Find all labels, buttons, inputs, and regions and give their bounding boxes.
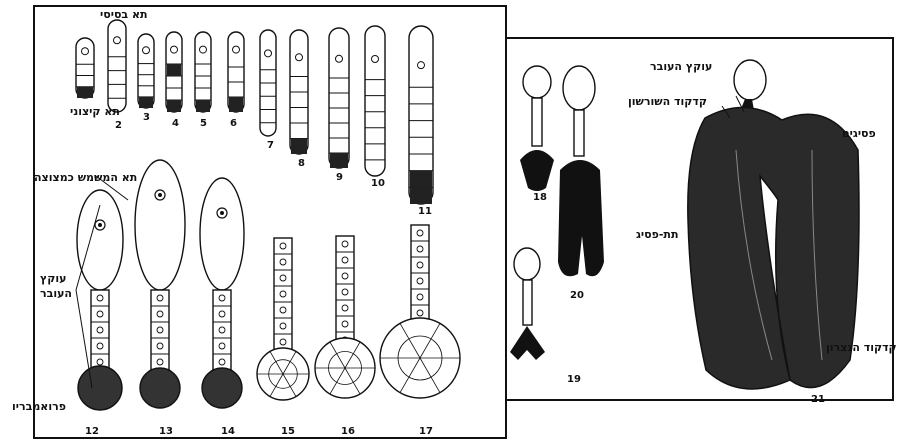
- proembryo: [202, 368, 242, 408]
- proembryo: [140, 368, 180, 408]
- stage-number: 6: [230, 118, 237, 129]
- stage-number: 13: [159, 426, 173, 437]
- embryo-dark: [520, 150, 554, 191]
- label-suspensor-1: עוקץ: [40, 272, 66, 285]
- nucleolus: [158, 193, 162, 197]
- embryo-drawings: [76, 20, 859, 410]
- dark-cell: [77, 87, 93, 98]
- stage-number: 10: [371, 178, 385, 189]
- label-terminal-cell: תא קיצוני: [70, 105, 120, 118]
- embryo-dark: [558, 160, 604, 276]
- dark-cell: [410, 187, 432, 204]
- proembryo: [78, 366, 122, 410]
- nucleolus: [98, 223, 102, 227]
- embryo-dark: [510, 326, 545, 360]
- label-basal-cell: תא בסיסי: [100, 8, 148, 21]
- nucleolus: [220, 211, 224, 215]
- stage-number: 19: [567, 374, 581, 385]
- stage-number: 5: [200, 118, 207, 129]
- dark-cell: [291, 139, 307, 155]
- stage-number: 11: [418, 206, 432, 217]
- filament-outline: [329, 28, 349, 168]
- suspensor-cell: [563, 66, 595, 110]
- label-root-apex: קדקוד השורשון: [628, 95, 707, 108]
- label-proembryo: פרואמבריו: [12, 400, 66, 413]
- stage-number: 14: [221, 426, 235, 437]
- dark-cell: [410, 171, 432, 188]
- stage-number: 4: [172, 118, 179, 129]
- suspensor: [574, 110, 584, 156]
- stage-number: 7: [267, 140, 274, 151]
- stage-number: 8: [298, 158, 305, 169]
- stage-number: 9: [336, 172, 343, 183]
- dark-cell: [139, 97, 153, 108]
- label-hypocotyl: תת-פסיג: [636, 228, 678, 241]
- basal-cell: [135, 160, 185, 290]
- label-embryo-suspensor: עוקץ העובר: [650, 60, 712, 73]
- suspensor-cell: [734, 60, 766, 100]
- dark-cell: [330, 153, 348, 168]
- label-cotyledons: פסיגים: [842, 127, 876, 140]
- label-embryo-mother-cell: תא המשמש כמצוצה: [34, 171, 137, 184]
- suspensor-cell: [514, 248, 540, 280]
- stage-number: 15: [281, 426, 295, 437]
- label-shoot-apex: קדקוד הנצרון: [826, 341, 897, 354]
- suspensor: [532, 98, 542, 146]
- suspensor: [523, 280, 532, 325]
- dark-cell: [229, 97, 243, 112]
- label-suspensor-2: העובר: [40, 287, 72, 300]
- stage-number: 16: [341, 426, 355, 437]
- suspensor-cell: [523, 66, 551, 98]
- dark-cell: [196, 100, 210, 112]
- dark-cell: [167, 100, 181, 112]
- stage-number: 21: [811, 394, 825, 405]
- stage-number: 12: [85, 426, 99, 437]
- stage-number: 17: [419, 426, 433, 437]
- stage-number: 2: [115, 120, 122, 131]
- basal-cell: [200, 178, 244, 290]
- dark-cell: [167, 64, 181, 76]
- filament-outline: [365, 26, 385, 176]
- stage-number: 3: [143, 112, 150, 123]
- stage-number: 18: [533, 192, 547, 203]
- stage-number: 20: [570, 290, 584, 301]
